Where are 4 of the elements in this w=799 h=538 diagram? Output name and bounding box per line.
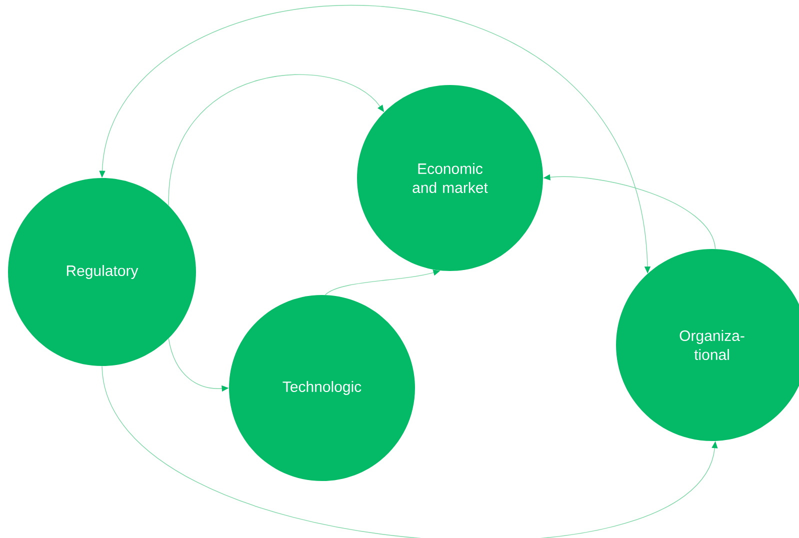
arrow bbox=[102, 366, 718, 538]
circle-node: Regulatory bbox=[8, 178, 196, 366]
circle-node: Technologic bbox=[229, 295, 415, 481]
circle-node: Economic and market bbox=[357, 85, 543, 271]
